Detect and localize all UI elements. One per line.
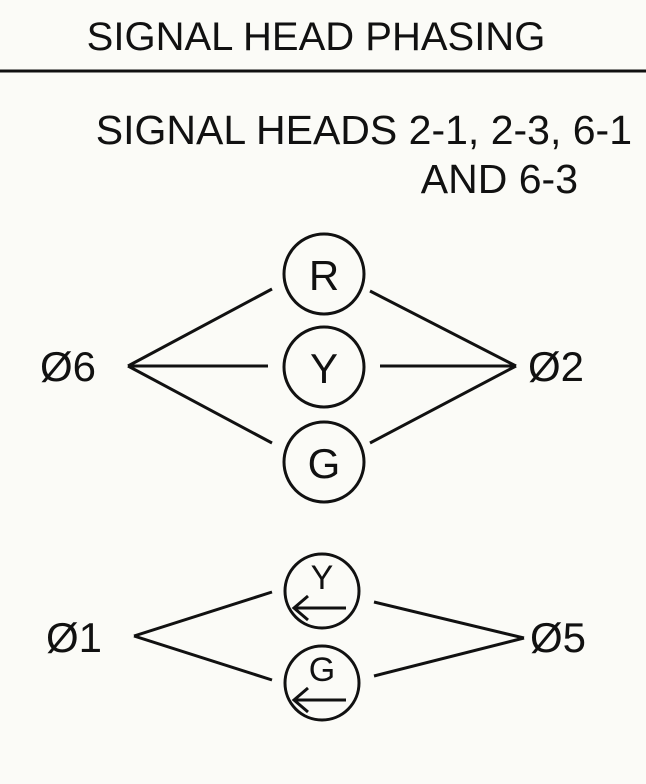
yellow-arrow-lens-label: Y [311, 559, 334, 597]
lower-connector-lines [133, 590, 525, 682]
subtitle-line-2: AND 6-3 [421, 156, 578, 202]
line-phase1-to-green-arrow [133, 634, 273, 682]
line-phase1-to-yellow-arrow [133, 590, 273, 638]
subtitle-line-1: SIGNAL HEADS 2-1, 2-3, 6-1 [96, 107, 632, 153]
phase-6-label: Ø6 [40, 343, 96, 390]
yellow-lens-label: Y [310, 345, 338, 392]
red-lens-circle [282, 232, 366, 316]
upper-connector-lines [127, 287, 517, 445]
line-green-to-phase2 [369, 364, 517, 445]
green-lens-label: G [308, 440, 341, 487]
yellow-lens-circle [282, 325, 366, 409]
line-red-to-phase2 [369, 289, 517, 368]
signal-head-upper: R Y G [282, 232, 366, 504]
diagram-title: SIGNAL HEAD PHASING [87, 15, 546, 59]
line-phase6-to-green [127, 364, 273, 445]
left-arrow-icon [291, 594, 346, 622]
phase-1-label: Ø1 [46, 614, 102, 661]
line-phase6-to-red [127, 287, 273, 368]
yellow-arrow-lens-circle [283, 552, 361, 630]
left-arrow-icon [291, 686, 346, 714]
green-arrow-lens-label: G [309, 651, 335, 689]
green-arrow-lens-circle [283, 644, 361, 722]
line-yellow-arrow-to-phase5 [373, 600, 525, 640]
phase-5-label: Ø5 [530, 614, 586, 661]
phase-2-label: Ø2 [528, 343, 584, 390]
red-lens-label: R [309, 252, 339, 299]
line-green-arrow-to-phase5 [373, 636, 525, 678]
green-lens-circle [282, 420, 366, 504]
signal-head-lower: Y G [283, 552, 361, 722]
